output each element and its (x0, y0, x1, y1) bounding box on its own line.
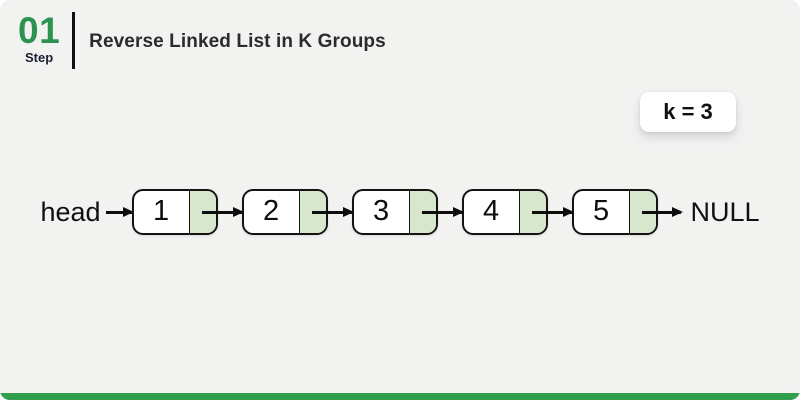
next-arrow-icon (421, 210, 462, 214)
header: 01 Step Reverse Linked List in K Groups (18, 12, 386, 69)
bottom-accent-bar (0, 393, 800, 400)
node-value: 5 (592, 194, 610, 227)
null-label: NULL (690, 196, 760, 227)
next-arrow-icon (311, 210, 352, 214)
next-arrow-icon (531, 210, 572, 214)
next-arrow-icon (201, 210, 242, 214)
page-title: Reverse Linked List in K Groups (89, 31, 386, 52)
step-label: Step (24, 50, 54, 65)
node-value: 2 (262, 194, 280, 227)
step-number: 01 (18, 10, 61, 51)
node-value: 3 (372, 194, 390, 227)
head-label: head (40, 196, 101, 227)
node-value: 1 (152, 194, 170, 227)
null-arrow-icon (641, 210, 681, 214)
linked-list-diagram: head 1 2 3 4 5 NULL (0, 188, 800, 236)
head-arrow-icon (105, 210, 132, 214)
node-value: 4 (482, 194, 500, 227)
k-value-badge: k = 3 (640, 92, 736, 132)
header-divider (72, 12, 76, 69)
step-block: 01 Step (18, 12, 60, 64)
